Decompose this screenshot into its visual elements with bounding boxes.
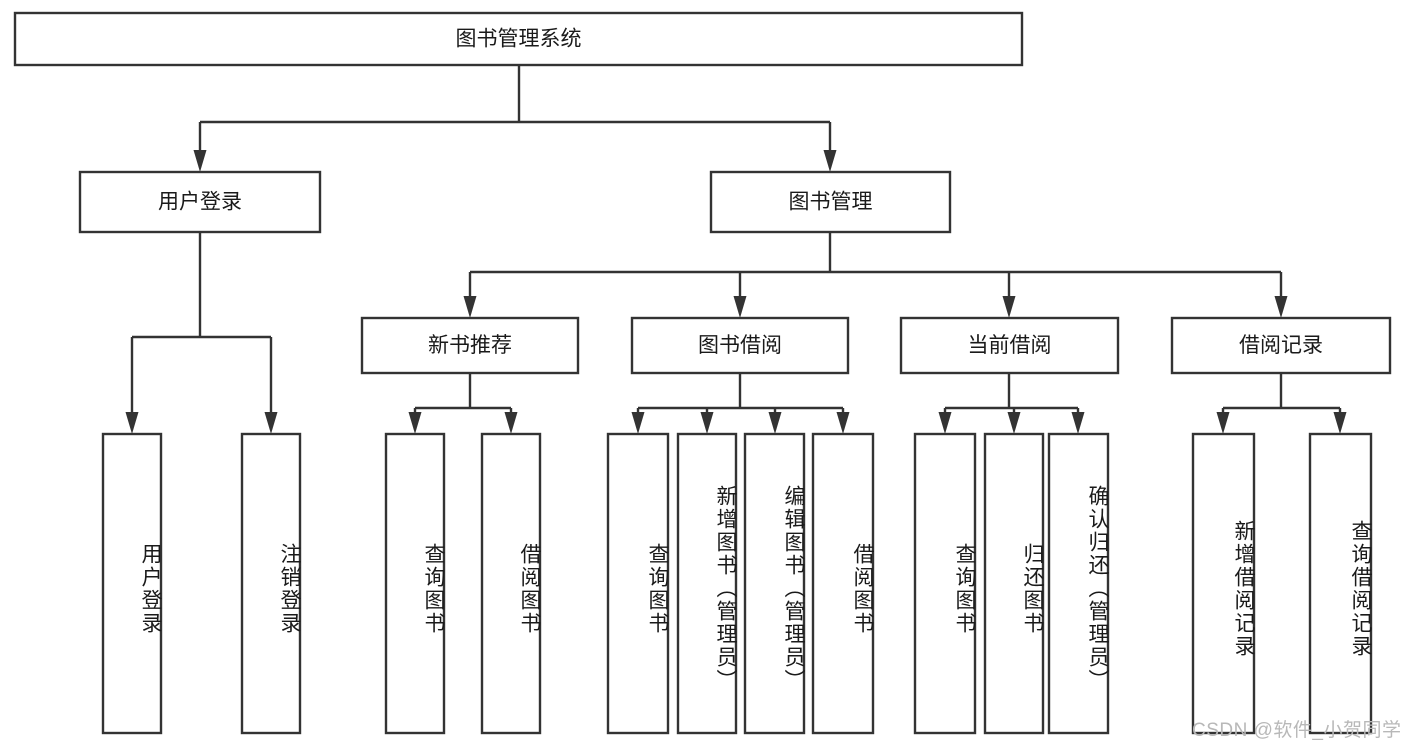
connector-userlogin-to-leaves bbox=[125, 232, 278, 434]
arrow-head-icon bbox=[264, 412, 278, 434]
arrow-head-icon bbox=[1274, 296, 1288, 318]
connectors-layer bbox=[125, 65, 1347, 434]
arrow-head-icon bbox=[1002, 296, 1016, 318]
boxes-layer bbox=[13, 11, 1392, 735]
node-box-leaf-confirm-return-admin[interactable] bbox=[1047, 432, 1110, 735]
node-box-leaf-query-borrow-record[interactable] bbox=[1308, 432, 1373, 735]
arrow-head-icon bbox=[823, 150, 837, 172]
node-label-borrow-record: 借阅记录 bbox=[1239, 334, 1323, 357]
node-box-leaf-borrow-book[interactable] bbox=[811, 432, 875, 735]
node-box-leaf-query-book-new[interactable] bbox=[384, 432, 446, 735]
connector-bookmgmt-to-level3 bbox=[463, 232, 1288, 318]
arrow-head-icon bbox=[631, 412, 645, 434]
node-box-leaf-query-book-borrow[interactable] bbox=[606, 432, 670, 735]
node-box-new-book-recommend[interactable] bbox=[360, 316, 580, 375]
connector-borrowrecord-to-leaves bbox=[1216, 373, 1347, 434]
arrow-head-icon bbox=[125, 412, 139, 434]
connector-currentborrow-to-leaves bbox=[938, 373, 1085, 434]
node-box-leaf-edit-book-admin[interactable] bbox=[743, 432, 806, 735]
arrow-head-icon bbox=[193, 150, 207, 172]
node-box-leaf-borrow-book-new[interactable] bbox=[480, 432, 542, 735]
node-box-current-borrow[interactable] bbox=[899, 316, 1120, 375]
connector-root-to-level2 bbox=[193, 65, 837, 172]
node-box-leaf-query-book-current[interactable] bbox=[913, 432, 977, 735]
node-label-root: 图书管理系统 bbox=[456, 28, 582, 51]
node-label-current-borrow: 当前借阅 bbox=[968, 334, 1052, 357]
node-box-user-login[interactable] bbox=[78, 170, 322, 234]
node-box-leaf-return-book[interactable] bbox=[983, 432, 1045, 735]
node-label-book-borrow: 图书借阅 bbox=[698, 334, 782, 357]
arrow-head-icon bbox=[700, 412, 714, 434]
node-label-new-book-recommend: 新书推荐 bbox=[428, 334, 512, 357]
arrow-head-icon bbox=[408, 412, 422, 434]
node-box-leaf-logout[interactable] bbox=[240, 432, 302, 735]
node-box-borrow-record[interactable] bbox=[1170, 316, 1392, 375]
arrow-head-icon bbox=[733, 296, 747, 318]
node-box-leaf-add-book-admin[interactable] bbox=[676, 432, 738, 735]
arrow-head-icon bbox=[768, 412, 782, 434]
arrow-head-icon bbox=[1007, 412, 1021, 434]
node-box-book-borrow[interactable] bbox=[630, 316, 850, 375]
csdn-watermark: CSDN @软件_小贺同学 bbox=[1192, 720, 1402, 741]
node-box-leaf-add-borrow-record[interactable] bbox=[1191, 432, 1256, 735]
node-label-book-management: 图书管理 bbox=[789, 191, 873, 214]
arrow-head-icon bbox=[1071, 412, 1085, 434]
arrow-head-icon bbox=[836, 412, 850, 434]
arrow-head-icon bbox=[504, 412, 518, 434]
arrow-head-icon bbox=[463, 296, 477, 318]
arrow-head-icon bbox=[938, 412, 952, 434]
connector-newbook-to-leaves bbox=[408, 373, 518, 434]
connector-bookborrow-to-leaves bbox=[631, 373, 850, 434]
node-box-root[interactable] bbox=[13, 11, 1024, 67]
node-box-book-management[interactable] bbox=[709, 170, 952, 234]
node-label-user-login: 用户登录 bbox=[158, 191, 242, 214]
node-box-leaf-user-login[interactable] bbox=[101, 432, 163, 735]
arrow-head-icon bbox=[1216, 412, 1230, 434]
arrow-head-icon bbox=[1333, 412, 1347, 434]
